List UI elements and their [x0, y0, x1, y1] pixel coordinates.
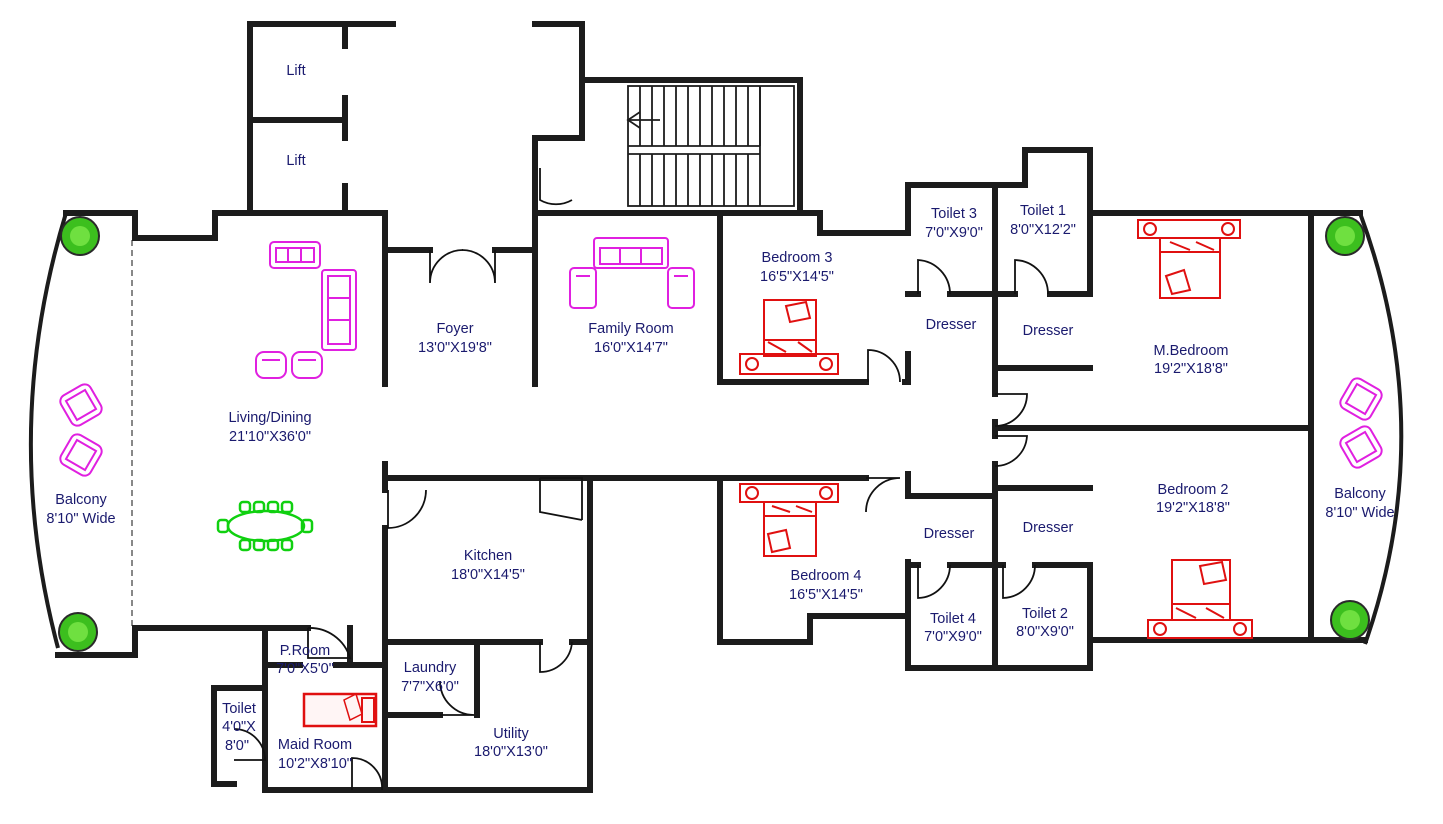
plant-icon — [58, 612, 98, 652]
room-size: 19'2"X18'8" — [1156, 500, 1230, 516]
balcony-right-chairs — [1339, 377, 1383, 469]
plant-icon — [60, 216, 100, 256]
room-labels: Lift Lift Living/Dining 21'10"X36'0" Foy… — [46, 63, 1394, 772]
room-name: Family Room — [588, 321, 673, 337]
room-size: 8'10" Wide — [46, 511, 115, 527]
room-name: Toilet 3 — [931, 206, 977, 222]
balcony-right-curve — [1358, 212, 1404, 645]
staircase — [626, 85, 795, 207]
room-name: Living/Dining — [228, 410, 311, 426]
balcony-left-chairs — [59, 383, 103, 477]
room-name: Laundry — [404, 660, 457, 676]
room-name: Toilet 1 — [1020, 203, 1066, 219]
room-size: 16'5"X14'5" — [789, 587, 863, 603]
bed-bedroom2 — [1147, 559, 1253, 639]
room-name: Balcony — [55, 492, 107, 508]
room-size: 7'7"X6'0" — [401, 679, 459, 695]
room-size: 7'0"X5'0" — [276, 661, 334, 677]
maid-bed — [302, 692, 378, 728]
room-name: Dresser — [1023, 323, 1074, 339]
room-size: 16'5"X14'5" — [760, 269, 834, 285]
room-name: P.Room — [280, 643, 331, 659]
room-size: 7'0"X9'0" — [924, 629, 982, 645]
room-name: Toilet 4 — [930, 611, 976, 627]
room-name: Maid Room — [278, 737, 352, 753]
bed-bedroom3 — [739, 299, 839, 375]
doors — [233, 168, 1049, 791]
room-name: Lift — [286, 153, 305, 169]
plant-icon — [1325, 216, 1365, 256]
room-name: M.Bedroom — [1154, 343, 1229, 359]
dining-table — [216, 500, 314, 552]
bed-bedroom4 — [739, 483, 839, 557]
room-size: 8'0" — [225, 738, 249, 754]
living-sofa-set — [255, 241, 357, 379]
room-name: Toilet 2 — [1022, 606, 1068, 622]
room-name: Utility — [493, 726, 529, 742]
room-name: Dresser — [926, 317, 977, 333]
room-name: Toilet — [222, 701, 256, 717]
room-size: 8'0"X12'2" — [1010, 222, 1076, 238]
room-size: 18'0"X13'0" — [474, 744, 548, 760]
room-size: 13'0"X19'8" — [418, 340, 492, 356]
balcony-left-curve — [28, 212, 68, 649]
room-size: 18'0"X14'5" — [451, 567, 525, 583]
room-name: Kitchen — [464, 548, 512, 564]
room-name: Balcony — [1334, 486, 1386, 502]
room-size: 4'0"X — [222, 719, 256, 735]
room-name: Bedroom 4 — [791, 568, 862, 584]
walls — [55, 21, 1368, 793]
room-name: Bedroom 3 — [762, 250, 833, 266]
room-name: Lift — [286, 63, 305, 79]
room-size: 10'2"X8'10" — [278, 756, 352, 772]
room-size: 19'2"X18'8" — [1154, 361, 1228, 377]
room-size: 8'10" Wide — [1325, 505, 1394, 521]
plant-icon — [1330, 600, 1370, 640]
room-size: 16'0"X14'7" — [594, 340, 668, 356]
room-size: 8'0"X9'0" — [1016, 624, 1074, 640]
bed-mbedroom — [1137, 219, 1241, 299]
family-sofa-set — [569, 237, 695, 309]
room-name: Foyer — [436, 321, 473, 337]
room-name: Dresser — [924, 526, 975, 542]
room-size: 21'10"X36'0" — [229, 429, 311, 445]
room-name: Dresser — [1023, 520, 1074, 536]
room-name: Bedroom 2 — [1158, 482, 1229, 498]
room-size: 7'0"X9'0" — [925, 225, 983, 241]
